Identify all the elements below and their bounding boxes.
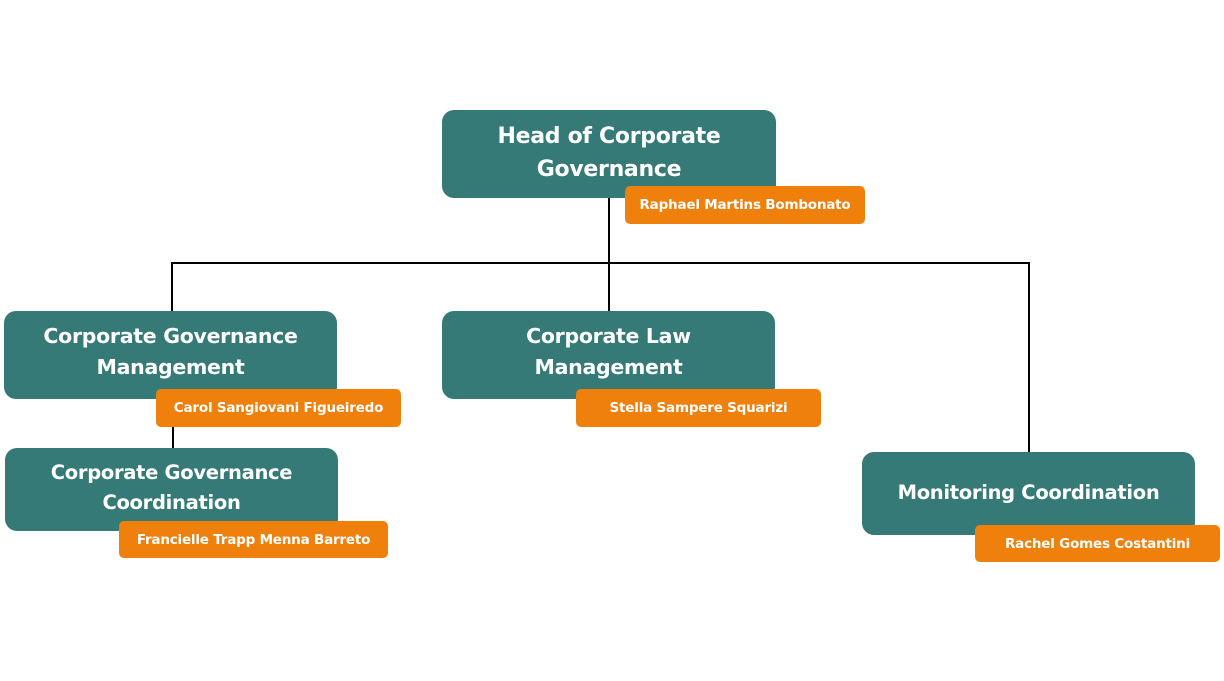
name-badge-monitoring-coordination[interactable]: Rachel Gomes Costantini	[975, 525, 1220, 562]
role-title-line1: Corporate Law	[526, 324, 691, 348]
name-badge-governance-management[interactable]: Carol Sangiovani Figueiredo	[156, 389, 401, 427]
role-title-line2: Management	[96, 355, 245, 379]
role-title-line1: Monitoring Coordination	[897, 481, 1160, 504]
role-box-corporate-governance-coordination[interactable]: Corporate Governance Coordination	[5, 448, 338, 531]
role-box-head-of-corporate-governance[interactable]: Head of Corporate Governance	[442, 110, 776, 198]
role-box-corporate-law-management[interactable]: Corporate Law Management	[442, 311, 775, 399]
role-title-line2: Management	[534, 355, 683, 379]
name-badge-governance-coordination[interactable]: Francielle Trapp Menna Barreto	[119, 521, 388, 558]
connector-to-monitoring-coordination	[1028, 262, 1030, 452]
role-title-line1: Corporate Governance	[43, 324, 298, 348]
connector-horizontal-bus	[171, 262, 1030, 264]
role-title-line1: Head of Corporate	[497, 124, 721, 149]
connector-head-down	[608, 198, 610, 311]
name-badge-law-management[interactable]: Stella Sampere Squarizi	[576, 389, 821, 427]
name-badge-head[interactable]: Raphael Martins Bombonato	[625, 186, 865, 224]
role-title-line1: Corporate Governance	[50, 460, 293, 484]
role-title-line2: Governance	[536, 157, 682, 182]
role-box-corporate-governance-management[interactable]: Corporate Governance Management	[4, 311, 337, 399]
role-box-monitoring-coordination[interactable]: Monitoring Coordination	[862, 452, 1195, 535]
role-title-line2: Coordination	[102, 490, 241, 514]
connector-to-governance-management	[171, 262, 173, 311]
